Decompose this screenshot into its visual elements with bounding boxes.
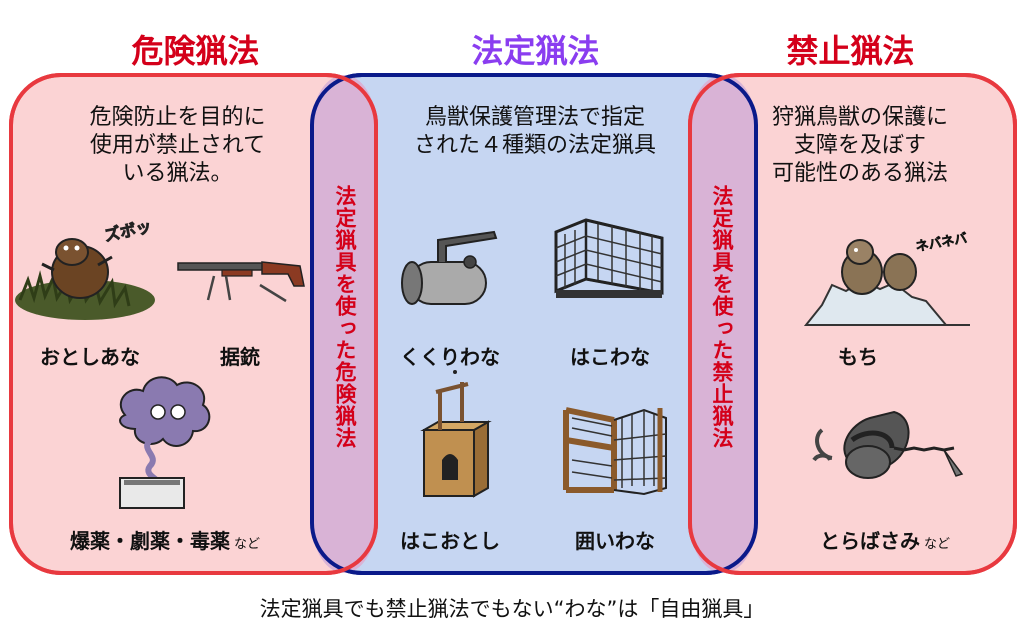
deadfall-trap-icon [420, 370, 492, 498]
right-overlap-label: 法定猟具を使った禁止猟法 [710, 185, 734, 449]
danger-description: 危険防止を目的に 使用が禁止されて いる猟法。 [89, 105, 266, 186]
item-label-enclosure: 囲いわな [575, 529, 655, 553]
item-label-deadfall: はこおとし [400, 529, 500, 553]
item-label-set-gun: 据銃 [220, 345, 260, 369]
footer-note: 法定猟具でも禁止猟法でもない“わな”は「自由猟具」 [259, 597, 765, 621]
poison-smoke-icon [119, 376, 211, 509]
item-suffix-explosives: など [233, 537, 260, 552]
item-label-birdlime: もち [838, 345, 878, 369]
legal-description: 鳥獣保護管理法で指定 された４種類の法定猟具 [413, 105, 656, 158]
legal-title: 法定猟法 [471, 32, 600, 70]
banned-description: 狩猟鳥獣の保護に 支障を及ぼす 可能性のある猟法 [771, 105, 948, 186]
set-gun-icon [177, 261, 305, 303]
item-label-box-trap: はこわな [570, 345, 650, 369]
left-overlap-label: 法定猟具を使った危険猟法 [333, 185, 357, 449]
box-trap-icon [554, 218, 664, 298]
leghold-trap-icon [812, 410, 964, 479]
item-label-explosives-text: 爆薬・劇薬・毒薬 [69, 529, 230, 553]
item-label-snare: くくりわな [400, 345, 500, 369]
item-label-leghold: とらばさみなど [790, 525, 980, 554]
snare-trap-icon [401, 230, 498, 305]
item-label-leghold-text: とらばさみ [819, 529, 920, 553]
pitfall-trap-icon [15, 238, 155, 320]
item-suffix-leghold: など [923, 537, 950, 552]
item-label-pitfall: おとしあな [40, 345, 140, 369]
left-overlap [312, 75, 376, 573]
right-overlap [690, 75, 756, 573]
item-label-explosives: 爆薬・劇薬・毒薬など [40, 525, 290, 554]
danger-title: 危険猟法 [131, 32, 260, 70]
banned-title: 禁止猟法 [786, 32, 915, 70]
birdlime-icon [803, 239, 970, 326]
enclosure-trap-icon [563, 407, 667, 496]
